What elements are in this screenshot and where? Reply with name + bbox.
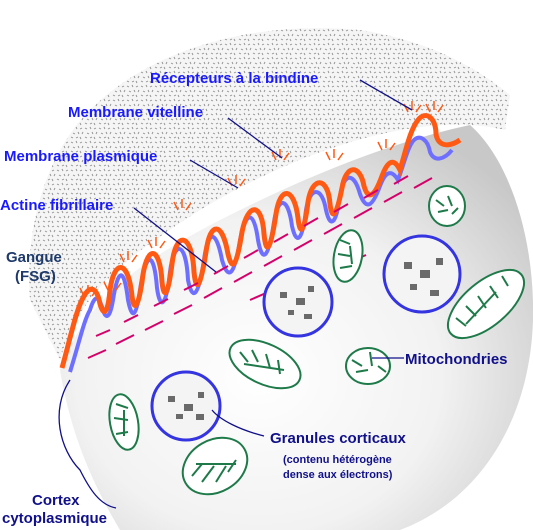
- jelly-label-line1: Gangue: [6, 249, 62, 266]
- granules-label: Granules corticaux: [270, 430, 407, 447]
- mitochondrion: [181, 436, 249, 496]
- mitochondrion: [108, 393, 140, 451]
- mitochondrion: [228, 338, 302, 390]
- leader-lines: [58, 79, 413, 509]
- mitochondrion: [345, 347, 391, 385]
- actin-label: Actine fibrillaire: [0, 197, 113, 214]
- receptors-label: Récepteurs à la bindine: [150, 70, 318, 87]
- vitelline-membrane: [59, 113, 462, 369]
- jelly-coat: [29, 28, 511, 361]
- vitelline-label: Membrane vitelline: [68, 104, 203, 121]
- cortical-granule: [150, 370, 222, 442]
- granules-note-line1: (contenu hétérogène: [283, 454, 392, 466]
- mitochondrion: [447, 268, 525, 340]
- plasma-label: Membrane plasmique: [4, 148, 157, 165]
- granules-note-line2: dense aux électrons): [283, 469, 393, 481]
- bindin-receptors: [79, 101, 444, 297]
- jelly-label-line2: (FSG): [15, 268, 56, 285]
- cortex-label-line1: Cortex: [32, 492, 80, 509]
- mitochondria: [108, 185, 525, 496]
- cortex-label-line2: cytoplasmique: [2, 510, 107, 527]
- mitochondrion: [332, 229, 364, 283]
- cortical-granule: [262, 266, 334, 338]
- mitochondrion: [428, 185, 466, 227]
- mitochondria-label: Mitochondries: [405, 351, 508, 368]
- cortical-granule: [382, 234, 462, 314]
- cortical-granules: [150, 234, 462, 442]
